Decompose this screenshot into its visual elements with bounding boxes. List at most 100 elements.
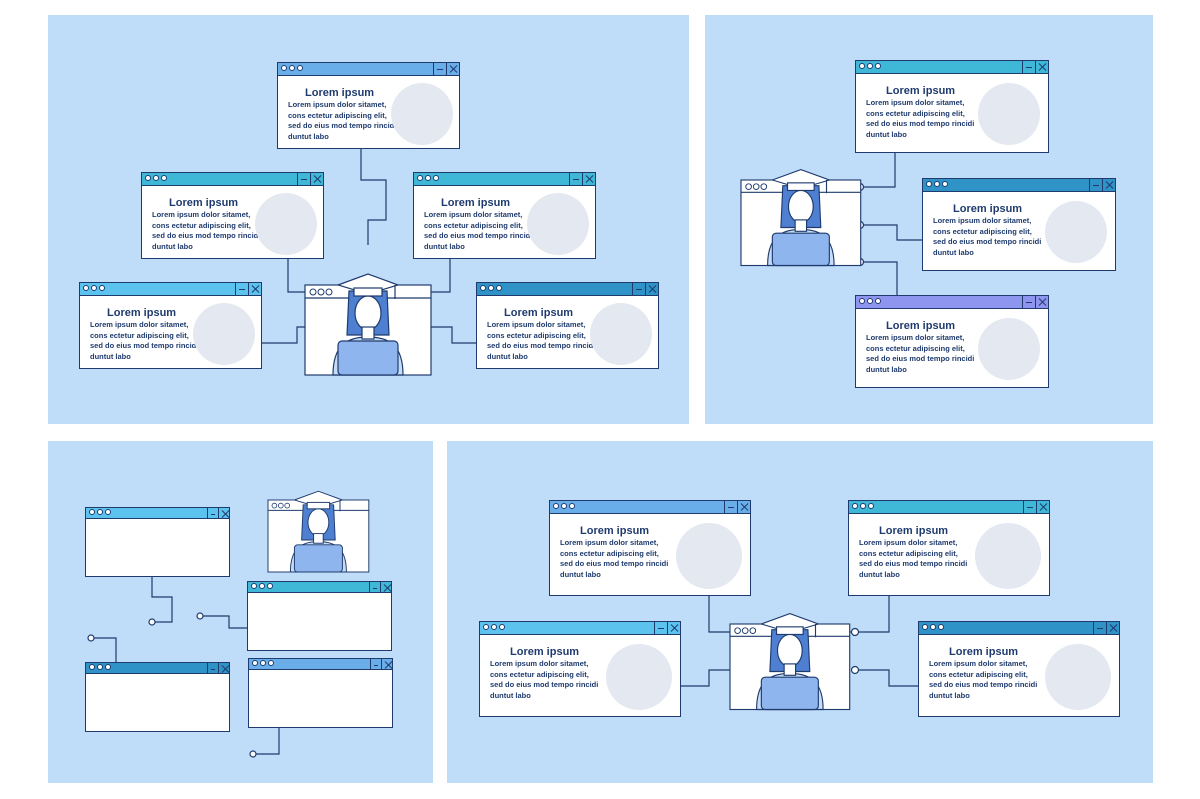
window-dots-icon bbox=[553, 503, 575, 509]
window-dots-icon bbox=[852, 503, 874, 509]
minimize-icon[interactable] bbox=[207, 508, 218, 518]
close-icon[interactable] bbox=[310, 173, 323, 185]
card-title: Lorem ipsum bbox=[580, 525, 650, 537]
info-card-p2-bottom: Lorem ipsum Lorem ipsum dolor sitamet, c… bbox=[855, 295, 1049, 388]
minimize-icon[interactable] bbox=[433, 63, 446, 75]
card-title: Lorem ipsum bbox=[441, 197, 511, 209]
minimize-icon[interactable] bbox=[297, 173, 310, 185]
info-card-p4-top-right: Lorem ipsum Lorem ipsum dolor sitamet, c… bbox=[848, 500, 1050, 596]
image-placeholder bbox=[978, 83, 1040, 145]
image-placeholder bbox=[193, 303, 255, 365]
card-title: Lorem ipsum bbox=[107, 307, 177, 319]
close-icon[interactable] bbox=[1035, 296, 1048, 308]
close-icon[interactable] bbox=[1102, 179, 1115, 191]
minimize-icon[interactable] bbox=[1089, 179, 1102, 191]
info-card-p4-bottom-left: Lorem ipsum Lorem ipsum dolor sitamet, c… bbox=[479, 621, 681, 717]
image-placeholder bbox=[255, 193, 317, 255]
card-body: Lorem ipsum dolor sitamet, cons ectetur … bbox=[424, 210, 533, 251]
close-icon[interactable] bbox=[737, 501, 750, 513]
window-dots-icon bbox=[480, 285, 502, 291]
window-dots-icon bbox=[145, 175, 167, 181]
info-card-bottom-right: Lorem ipsum Lorem ipsum dolor sitamet, c… bbox=[476, 282, 659, 369]
image-placeholder bbox=[1045, 201, 1107, 263]
minimize-icon[interactable] bbox=[654, 622, 667, 634]
info-card-mid-left: Lorem ipsum Lorem ipsum dolor sitamet, c… bbox=[141, 172, 324, 259]
card-body: Lorem ipsum dolor sitamet, cons ectetur … bbox=[490, 659, 599, 700]
minimize-icon[interactable] bbox=[632, 283, 645, 295]
card-title: Lorem ipsum bbox=[305, 87, 375, 99]
info-card-p2-mid: Lorem ipsum Lorem ipsum dolor sitamet, c… bbox=[922, 178, 1116, 271]
empty-window-2 bbox=[247, 581, 392, 651]
card-body: Lorem ipsum dolor sitamet, cons ectetur … bbox=[859, 538, 968, 579]
close-icon[interactable] bbox=[218, 663, 229, 673]
close-icon[interactable] bbox=[1036, 501, 1049, 513]
info-card-bottom-left: Lorem ipsum Lorem ipsum dolor sitamet, c… bbox=[79, 282, 262, 369]
image-placeholder bbox=[978, 318, 1040, 380]
window-dots-icon bbox=[252, 660, 274, 666]
close-icon[interactable] bbox=[248, 283, 261, 295]
card-body: Lorem ipsum dolor sitamet, cons ectetur … bbox=[929, 659, 1038, 700]
empty-window-4 bbox=[248, 658, 393, 728]
window-dots-icon bbox=[83, 285, 105, 291]
card-body: Lorem ipsum dolor sitamet, cons ectetur … bbox=[487, 320, 596, 361]
minimize-icon[interactable] bbox=[369, 582, 380, 592]
window-dots-icon bbox=[251, 583, 273, 589]
window-dots-icon bbox=[89, 664, 111, 670]
minimize-icon[interactable] bbox=[569, 173, 582, 185]
minimize-icon[interactable] bbox=[1022, 296, 1035, 308]
empty-window-1 bbox=[85, 507, 230, 577]
close-icon[interactable] bbox=[218, 508, 229, 518]
close-icon[interactable] bbox=[645, 283, 658, 295]
image-placeholder bbox=[1045, 644, 1111, 710]
close-icon[interactable] bbox=[1035, 61, 1048, 73]
card-title: Lorem ipsum bbox=[510, 646, 580, 658]
panel-bottom-right bbox=[447, 441, 1153, 783]
card-body: Lorem ipsum dolor sitamet, cons ectetur … bbox=[288, 100, 397, 141]
minimize-icon[interactable] bbox=[1023, 501, 1036, 513]
image-placeholder bbox=[590, 303, 652, 365]
minimize-icon[interactable] bbox=[1093, 622, 1106, 634]
card-title: Lorem ipsum bbox=[886, 85, 956, 97]
empty-window-3 bbox=[85, 662, 230, 732]
card-title: Lorem ipsum bbox=[169, 197, 239, 209]
image-placeholder bbox=[676, 523, 742, 589]
window-dots-icon bbox=[89, 509, 111, 515]
card-title: Lorem ipsum bbox=[953, 203, 1023, 215]
minimize-icon[interactable] bbox=[724, 501, 737, 513]
card-body: Lorem ipsum dolor sitamet, cons ectetur … bbox=[866, 333, 975, 374]
window-dots-icon bbox=[859, 298, 881, 304]
window-dots-icon bbox=[926, 181, 948, 187]
image-placeholder bbox=[391, 83, 453, 145]
info-card-p4-bottom-right: Lorem ipsum Lorem ipsum dolor sitamet, c… bbox=[918, 621, 1120, 717]
minimize-icon[interactable] bbox=[1022, 61, 1035, 73]
close-icon[interactable] bbox=[667, 622, 680, 634]
window-dots-icon bbox=[417, 175, 439, 181]
info-card-p4-top-left: Lorem ipsum Lorem ipsum dolor sitamet, c… bbox=[549, 500, 751, 596]
window-dots-icon bbox=[859, 63, 881, 69]
minimize-icon[interactable] bbox=[207, 663, 218, 673]
image-placeholder bbox=[975, 523, 1041, 589]
window-dots-icon bbox=[281, 65, 303, 71]
card-body: Lorem ipsum dolor sitamet, cons ectetur … bbox=[560, 538, 669, 579]
close-icon[interactable] bbox=[1106, 622, 1119, 634]
close-icon[interactable] bbox=[380, 582, 391, 592]
info-card-p2-top: Lorem ipsum Lorem ipsum dolor sitamet, c… bbox=[855, 60, 1049, 153]
card-body: Lorem ipsum dolor sitamet, cons ectetur … bbox=[152, 210, 261, 251]
close-icon[interactable] bbox=[582, 173, 595, 185]
image-placeholder bbox=[527, 193, 589, 255]
info-card-mid-right: Lorem ipsum Lorem ipsum dolor sitamet, c… bbox=[413, 172, 596, 259]
card-title: Lorem ipsum bbox=[504, 307, 574, 319]
card-title: Lorem ipsum bbox=[879, 525, 949, 537]
minimize-icon[interactable] bbox=[370, 659, 381, 669]
card-title: Lorem ipsum bbox=[886, 320, 956, 332]
card-body: Lorem ipsum dolor sitamet, cons ectetur … bbox=[90, 320, 199, 361]
close-icon[interactable] bbox=[446, 63, 459, 75]
minimize-icon[interactable] bbox=[235, 283, 248, 295]
card-body: Lorem ipsum dolor sitamet, cons ectetur … bbox=[866, 98, 975, 139]
card-title: Lorem ipsum bbox=[949, 646, 1019, 658]
window-dots-icon bbox=[483, 624, 505, 630]
window-dots-icon bbox=[922, 624, 944, 630]
card-body: Lorem ipsum dolor sitamet, cons ectetur … bbox=[933, 216, 1042, 257]
close-icon[interactable] bbox=[381, 659, 392, 669]
